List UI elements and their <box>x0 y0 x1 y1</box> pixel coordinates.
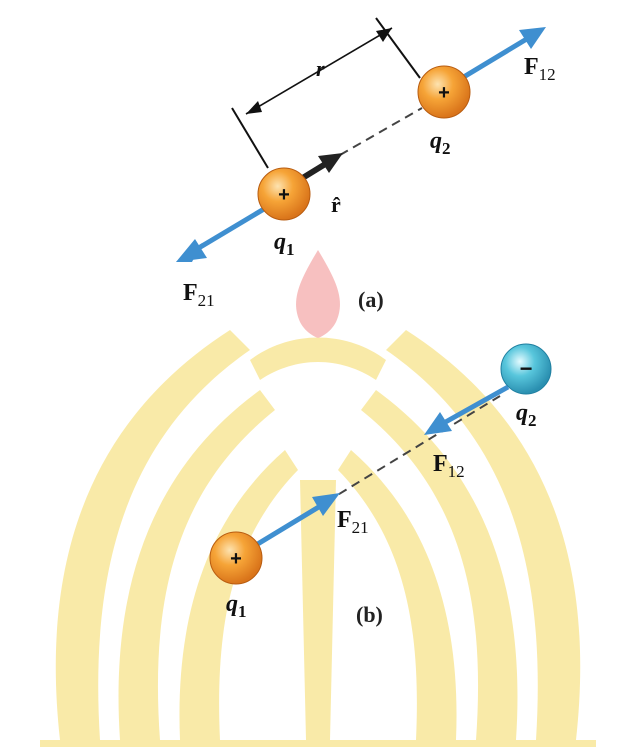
force-f21-a-name: F <box>183 280 198 306</box>
charge-q2-a-sign: + <box>438 82 450 104</box>
force-f12-arrow-b <box>424 384 510 435</box>
charge-q2-b-sub: 2 <box>528 411 537 430</box>
charge-q1-b-sub: 1 <box>238 602 247 621</box>
charge-q2-b: − <box>500 343 552 395</box>
force-f12-a-name: F <box>524 54 539 80</box>
force-f12-label-a: F12 <box>524 54 556 84</box>
watermark-flame <box>296 250 340 338</box>
watermark-arch-left-inner <box>179 450 298 740</box>
watermark-center-pillar <box>300 480 336 740</box>
distance-bracket <box>231 17 421 169</box>
force-f21-arrow-b <box>254 493 340 548</box>
charge-q2-a-label: q2 <box>430 128 451 158</box>
charge-q2-b-sign: − <box>520 356 533 381</box>
watermark-arch-left-outer <box>55 330 251 740</box>
watermark-arch-right-inner <box>338 450 457 740</box>
charge-q2-a-name: q <box>430 128 442 154</box>
charge-q1-b-name: q <box>226 591 238 617</box>
charge-q1-b-sign: + <box>230 548 242 570</box>
separation-line-a <box>339 107 423 156</box>
force-f21-label-a: F21 <box>183 280 215 310</box>
force-f12-b-sub: 12 <box>448 462 465 481</box>
charge-q2-b-label: q2 <box>516 400 537 430</box>
panel-b: − q2 + q1 F12 F21 (b) <box>209 343 552 627</box>
watermark-top-band <box>250 337 386 380</box>
charge-q1-b: + <box>209 531 263 585</box>
charge-q1-a: + <box>257 167 311 221</box>
charge-q1-a-name: q <box>274 229 286 255</box>
force-f12-b-name: F <box>433 451 448 477</box>
force-f21-b-name: F <box>337 507 352 533</box>
charge-q1-a-sign: + <box>278 184 290 206</box>
force-f12-arrow-a <box>460 27 546 81</box>
force-f21-arrow-a <box>176 206 266 262</box>
watermark-arch-right-mid <box>361 390 518 740</box>
panel-a-label: (a) <box>358 287 384 312</box>
force-f12-a-sub: 12 <box>539 65 556 84</box>
force-f12-label-b: F12 <box>433 451 465 481</box>
charge-q2-b-name: q <box>516 400 528 426</box>
charge-q2-a: + <box>417 65 471 119</box>
watermark-base <box>40 740 596 747</box>
charge-q1-a-sub: 1 <box>286 240 295 259</box>
force-f21-b-sub: 21 <box>352 518 369 537</box>
watermark-arch-right-outer <box>386 330 581 740</box>
force-f21-label-b: F21 <box>337 507 369 537</box>
charge-q1-b-label: q1 <box>226 591 247 621</box>
panel-a: r r̂ + q2 + <box>176 17 556 312</box>
unit-vector-label: r̂ <box>331 192 341 217</box>
watermark-emblem <box>40 250 596 747</box>
force-f21-a-sub: 21 <box>198 291 215 310</box>
charge-q2-a-sub: 2 <box>442 139 451 158</box>
charge-q1-a-label: q1 <box>274 229 295 259</box>
watermark-arch-left-mid <box>118 390 275 740</box>
distance-label: r <box>316 56 325 81</box>
panel-b-label: (b) <box>356 602 383 627</box>
